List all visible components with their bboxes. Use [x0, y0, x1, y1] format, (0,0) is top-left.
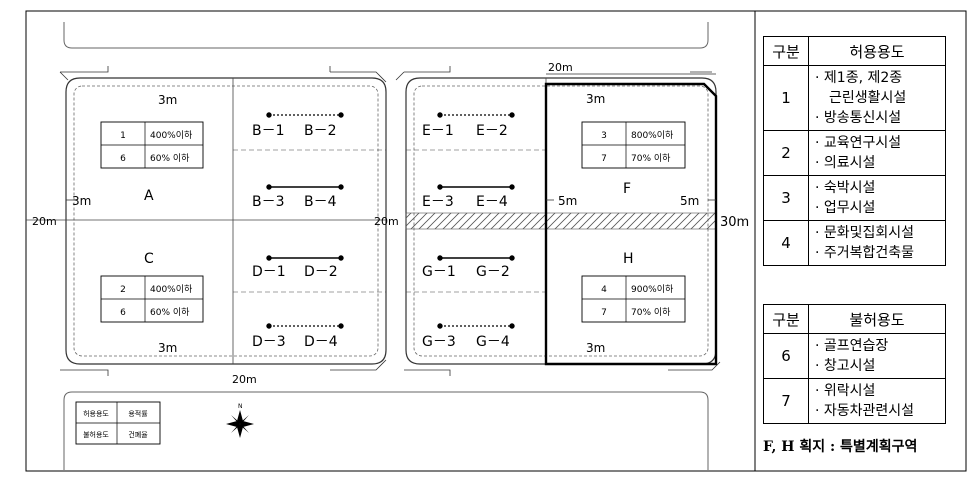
svg-text:4: 4 — [601, 285, 607, 295]
svg-text:허용용도: 허용용도 — [83, 409, 109, 418]
setback-label: 3m — [586, 341, 605, 355]
corner-mark — [404, 369, 451, 376]
info-box-c: 2 400%이하 6 60% 이하 — [100, 275, 204, 323]
lot-label: G－2 — [476, 264, 510, 280]
block-labels: A C F H B－1 B－2 B－3 B－4 D－1 D－2 D－3 D－4 … — [144, 123, 634, 350]
lot-label: B－1 — [252, 123, 285, 139]
table-header: 구분 — [763, 36, 809, 66]
lot-label: E－3 — [422, 194, 454, 210]
top-road-width-label: 20m — [548, 61, 573, 74]
svg-text:불허용도: 불허용도 — [83, 430, 109, 439]
table-header: 불허용도 — [808, 304, 946, 334]
svg-text:2: 2 — [120, 285, 126, 295]
dimension-ticks — [66, 73, 716, 201]
svg-text:60% 이하: 60% 이하 — [150, 153, 190, 164]
svg-text:N: N — [238, 403, 243, 410]
svg-text:용적률: 용적률 — [128, 409, 148, 418]
left-superblock-outline — [65, 77, 387, 365]
setback-label: 3m — [158, 341, 177, 355]
block-label-f: F — [623, 181, 631, 197]
corner-mark — [59, 66, 109, 81]
svg-text:1: 1 — [120, 131, 126, 141]
corner-mark — [330, 359, 387, 371]
table-row: 3 · 숙박시설 · 업무시설 — [763, 175, 946, 221]
svg-text:60% 이하: 60% 이하 — [150, 307, 190, 318]
setback-label: 3m — [72, 194, 91, 208]
setback-label: 5m — [558, 194, 577, 208]
table-header: 구분 — [763, 304, 809, 334]
bottom-road-edge — [63, 391, 709, 470]
lot-pair-connectors — [266, 112, 515, 329]
hatched-pedestrian-band — [405, 212, 717, 230]
lot-label: D－2 — [304, 264, 338, 280]
table-row: 7 · 위락시설 · 자동차관련시설 — [763, 378, 946, 424]
outer-frame — [25, 10, 967, 472]
corner-mark — [668, 361, 721, 371]
lot-label: B－3 — [252, 194, 285, 210]
middle-road-width-label: 20m — [374, 215, 399, 228]
setback-label: 5m — [680, 194, 699, 208]
lot-label: B－2 — [304, 123, 337, 139]
svg-text:7: 7 — [601, 308, 607, 318]
left-road-width-label: 20m — [32, 215, 57, 228]
info-box-h: 4 900%이하 7 70% 이하 — [581, 275, 686, 323]
corner-mark — [395, 66, 451, 81]
svg-text:7: 7 — [601, 154, 607, 164]
table-row: 1 · 제1종, 제2종 근린생활시설 · 방송통신시설 — [763, 65, 946, 131]
lot-label: G－3 — [422, 334, 456, 350]
setback-label: 3m — [158, 93, 177, 107]
lot-label: E－4 — [476, 194, 508, 210]
svg-text:800%이하: 800%이하 — [631, 130, 674, 141]
lot-label: B－4 — [304, 194, 337, 210]
svg-text:6: 6 — [120, 308, 126, 318]
lot-label: D－1 — [252, 264, 286, 280]
svg-text:건폐율: 건폐율 — [128, 430, 148, 439]
lot-label: D－3 — [252, 334, 286, 350]
corner-mark — [60, 369, 109, 376]
svg-text:6: 6 — [120, 154, 126, 164]
lot-label: D－4 — [304, 334, 338, 350]
map-legend: 허용용도 용적률 불허용도 건폐율 — [75, 401, 161, 445]
info-box-a: 1 400%이하 6 60% 이하 — [100, 121, 204, 169]
disallowed-use-table: 구분 불허용도 6 · 골프연습장 · 창고시설 7 · 위락시설 · 자동차관… — [763, 304, 946, 424]
lot-label: E－2 — [476, 123, 508, 139]
table-row: 4 · 문화및집회시설 · 주거복합건축물 — [763, 220, 946, 266]
special-district-note: F, H 획지 : 특별계획구역 — [763, 439, 918, 455]
svg-text:70% 이하: 70% 이하 — [631, 307, 671, 318]
right-road-width-label: 30m — [720, 215, 749, 230]
allowed-use-table: 구분 허용용도 1 · 제1종, 제2종 근린생활시설 · 방송통신시설 2 ·… — [763, 36, 946, 266]
table-header: 허용용도 — [808, 36, 946, 66]
svg-text:3: 3 — [601, 131, 607, 141]
table-row: 2 · 교육연구시설 · 의료시설 — [763, 130, 946, 176]
special-district-outline — [544, 82, 718, 366]
svg-text:900%이하: 900%이하 — [631, 284, 674, 295]
table-row: 6 · 골프연습장 · 창고시설 — [763, 333, 946, 379]
bottom-road-width-label: 20m — [232, 373, 257, 386]
block-label-c: C — [144, 251, 154, 267]
info-box-f: 3 800%이하 7 70% 이하 — [581, 121, 686, 169]
svg-text:400%이하: 400%이하 — [150, 130, 193, 141]
top-road-edge — [63, 22, 709, 49]
svg-text:70% 이하: 70% 이하 — [631, 153, 671, 164]
north-arrow-icon: N — [226, 403, 254, 438]
lot-label: G－4 — [476, 334, 510, 350]
lot-label: G－1 — [422, 264, 456, 280]
setback-label: 3m — [586, 92, 605, 106]
lot-label: E－1 — [422, 123, 454, 139]
block-label-a: A — [144, 188, 154, 204]
svg-text:400%이하: 400%이하 — [150, 284, 193, 295]
block-label-h: H — [623, 251, 634, 267]
left-setback-line — [73, 85, 379, 357]
corner-mark — [329, 66, 387, 83]
